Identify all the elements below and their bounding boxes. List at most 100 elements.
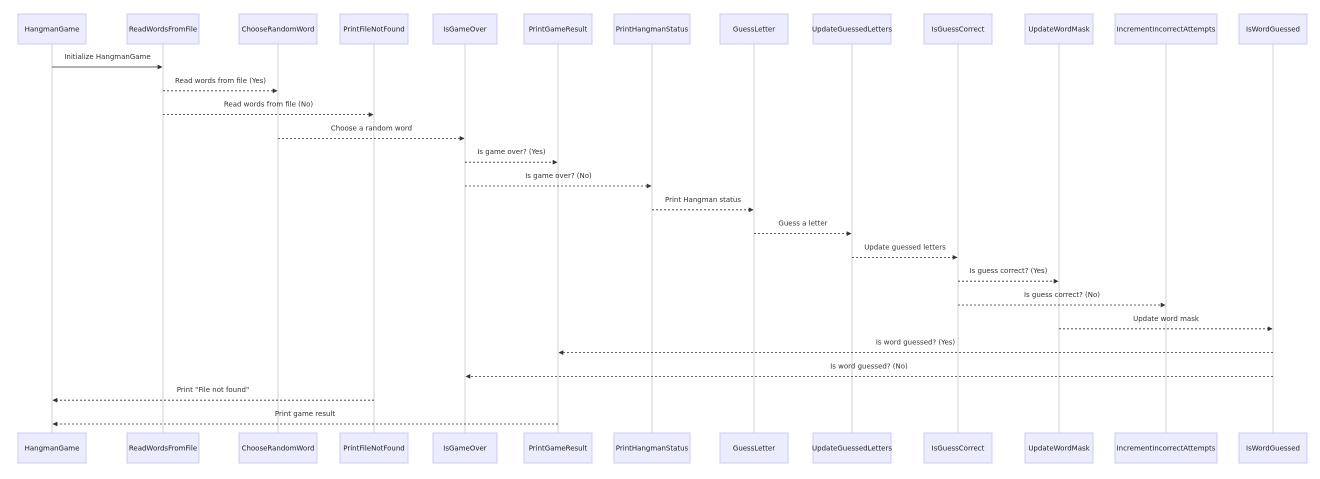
- actors-bottom: HangmanGame ReadWordsFromFile ChooseRandom…: [17, 432, 1308, 464]
- actor-top-PrintHangmanStatus: PrintHangmanStatus: [613, 13, 691, 45]
- actor-box: [812, 13, 892, 45]
- actor-bottom-IsGuessCorrect: IsGuessCorrect: [923, 432, 993, 464]
- actor-top-IsWordGuessed: IsWordGuessed: [1238, 13, 1308, 45]
- actor-bottom-GuessLetter: GuessLetter: [719, 432, 789, 464]
- actor-label: ReadWordsFromFile: [129, 445, 197, 453]
- message-1: Read words from file (Yes): [163, 77, 278, 94]
- actor-bottom-UpdateWordMask: UpdateWordMask: [1024, 432, 1094, 464]
- actor-label: PrintGameResult: [529, 26, 588, 34]
- actor-label: PrintFileNotFound: [343, 445, 404, 453]
- actor-top-IncrementIncorrectAttempts: IncrementIncorrectAttempts: [1114, 13, 1218, 45]
- actor-box: [523, 432, 593, 464]
- actor-top-PrintFileNotFound: PrintFileNotFound: [339, 13, 409, 45]
- message-label: Print Hangman status: [665, 196, 741, 204]
- actor-box: [17, 13, 87, 45]
- actor-label: PrintFileNotFound: [343, 26, 404, 34]
- actor-label: ChooseRandomWord: [242, 26, 315, 34]
- message-label: Is word guessed? (No): [830, 362, 908, 370]
- actor-label: ChooseRandomWord: [242, 445, 315, 453]
- actor-box: [1024, 13, 1094, 45]
- actor-top-IsGuessCorrect: IsGuessCorrect: [923, 13, 993, 45]
- actor-bottom-IsWordGuessed: IsWordGuessed: [1238, 432, 1308, 464]
- message-15: Print game result: [52, 410, 558, 427]
- actor-box: [812, 432, 892, 464]
- actor-box: [126, 432, 200, 464]
- actor-label: UpdateWordMask: [1028, 445, 1090, 453]
- actor-label: IsGuessCorrect: [932, 26, 985, 34]
- actor-box: [238, 13, 318, 45]
- actor-label: IncrementIncorrectAttempts: [1117, 26, 1216, 34]
- actor-label: IsGuessCorrect: [932, 445, 985, 453]
- message-5: Is game over? (No): [465, 172, 652, 189]
- actor-label: UpdateGuessedLetters: [812, 26, 892, 34]
- message-label: Is word guessed? (Yes): [876, 339, 956, 347]
- message-label: Update guessed letters: [864, 243, 946, 251]
- actor-box: [719, 13, 789, 45]
- actor-top-HangmanGame: HangmanGame: [17, 13, 87, 45]
- actor-label: UpdateWordMask: [1028, 26, 1090, 34]
- actor-box: [432, 432, 498, 464]
- actor-top-UpdateGuessedLetters: UpdateGuessedLetters: [812, 13, 892, 45]
- actor-label: IsGameOver: [443, 445, 487, 453]
- actor-bottom-IsGameOver: IsGameOver: [432, 432, 498, 464]
- actor-bottom-HangmanGame: HangmanGame: [17, 432, 87, 464]
- lifelines: [51, 44, 1274, 433]
- actor-top-ReadWordsFromFile: ReadWordsFromFile: [126, 13, 200, 45]
- message-label: Read words from file (No): [224, 101, 314, 109]
- message-9: Is guess correct? (Yes): [958, 267, 1059, 284]
- actor-top-ChooseRandomWord: ChooseRandomWord: [238, 13, 318, 45]
- actors-top: HangmanGame ReadWordsFromFile ChooseRandom…: [17, 13, 1308, 45]
- message-label: Is game over? (No): [525, 172, 592, 180]
- actor-box: [1024, 432, 1094, 464]
- message-8: Update guessed letters: [852, 243, 958, 260]
- actor-top-UpdateWordMask: UpdateWordMask: [1024, 13, 1094, 45]
- actor-box: [923, 13, 993, 45]
- actor-box: [126, 13, 200, 45]
- actor-box: [1114, 13, 1218, 45]
- message-3: Choose a random word: [278, 124, 465, 141]
- actor-bottom-PrintFileNotFound: PrintFileNotFound: [339, 432, 409, 464]
- actor-label: HangmanGame: [25, 26, 80, 34]
- actor-box: [613, 432, 691, 464]
- actor-bottom-IncrementIncorrectAttempts: IncrementIncorrectAttempts: [1114, 432, 1218, 464]
- actor-box: [339, 432, 409, 464]
- actor-box: [17, 432, 87, 464]
- actor-box: [1114, 432, 1218, 464]
- actor-label: IncrementIncorrectAttempts: [1117, 445, 1216, 453]
- message-label: Print "File not found": [177, 386, 249, 394]
- message-11: Update word mask: [1059, 315, 1273, 332]
- message-label: Print game result: [275, 410, 335, 418]
- actor-label: IsGameOver: [443, 26, 487, 34]
- message-label: Is guess correct? (No): [1024, 291, 1100, 299]
- actor-top-IsGameOver: IsGameOver: [432, 13, 498, 45]
- actor-label: GuessLetter: [733, 445, 775, 453]
- actor-bottom-UpdateGuessedLetters: UpdateGuessedLetters: [812, 432, 892, 464]
- actor-label: PrintHangmanStatus: [616, 26, 689, 34]
- actor-label: IsWordGuessed: [1246, 445, 1300, 453]
- actor-label: ReadWordsFromFile: [129, 26, 197, 34]
- actor-box: [432, 13, 498, 45]
- message-13: Is word guessed? (No): [465, 362, 1273, 379]
- message-label: Is guess correct? (Yes): [970, 267, 1048, 275]
- actor-bottom-ReadWordsFromFile: ReadWordsFromFile: [126, 432, 200, 464]
- message-4: Is game over? (Yes): [465, 148, 558, 165]
- actor-box: [613, 13, 691, 45]
- actor-bottom-PrintHangmanStatus: PrintHangmanStatus: [613, 432, 691, 464]
- actor-box: [523, 13, 593, 45]
- message-2: Read words from file (No): [163, 101, 374, 117]
- actor-box: [238, 432, 318, 464]
- actor-box: [1238, 432, 1308, 464]
- actor-label: UpdateGuessedLetters: [812, 445, 892, 453]
- message-6: Print Hangman status: [652, 196, 754, 213]
- message-10: Is guess correct? (No): [958, 291, 1166, 308]
- actor-top-GuessLetter: GuessLetter: [719, 13, 789, 45]
- actor-label: GuessLetter: [733, 26, 775, 34]
- actor-box: [719, 432, 789, 464]
- message-label: Choose a random word: [331, 124, 412, 132]
- message-label: Read words from file (Yes): [175, 77, 266, 85]
- message-label: Guess a letter: [778, 220, 827, 228]
- message-label: Initialize HangmanGame: [64, 53, 150, 61]
- message-label: Update word mask: [1133, 315, 1200, 323]
